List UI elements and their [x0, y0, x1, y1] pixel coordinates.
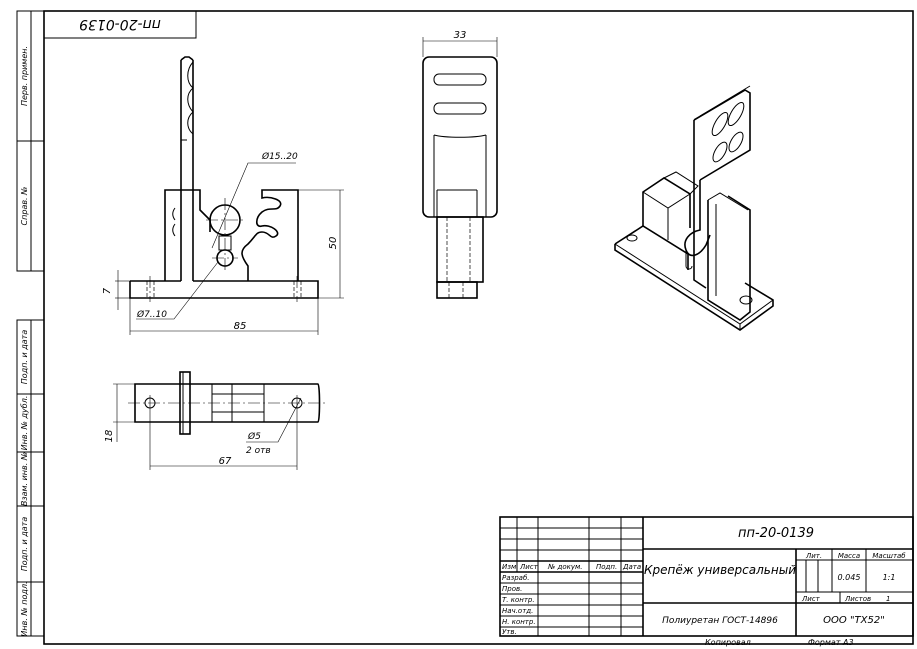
side-view: 33: [422, 30, 498, 299]
row-prov: Пров.: [502, 585, 522, 593]
sheet-label: Лист: [801, 595, 821, 603]
side-label-7: Инв. № подл.: [20, 581, 29, 636]
title-name: Крепёж универсальный: [644, 563, 796, 577]
isometric-view: [614, 85, 774, 331]
row-nachotd: Нач.отд.: [502, 607, 533, 615]
dim-plan-width: 18: [104, 430, 115, 443]
dim-height: 50: [328, 237, 339, 250]
front-view: 50 7 85 Ø15..20 Ø7..10: [102, 56, 344, 335]
format-label: Формат А3: [808, 638, 854, 647]
scale-value: 1:1: [883, 573, 896, 582]
scale-label: Масштаб: [872, 552, 906, 560]
sheets-value: 1: [886, 595, 890, 603]
col-header-sign: Подп.: [596, 563, 617, 571]
title-material: Полиуретан ГОСТ-14896: [662, 616, 778, 626]
left-margin-strip: Перв. примен. Справ. № Подп. и дата Инв.…: [16, 10, 45, 637]
side-label-4: Инв. № дубл.: [20, 396, 29, 451]
row-nkontr: Н. контр.: [502, 618, 536, 626]
side-label-3: Подп. и дата: [20, 330, 29, 385]
side-label-1: Перв. примен.: [20, 46, 29, 106]
dim-diameter-small: Ø5: [247, 431, 261, 442]
plan-view: 67 18 Ø5 2 отв: [104, 371, 325, 470]
col-header-date: Дата: [622, 563, 641, 571]
rotated-code: пп-20-0139: [79, 16, 161, 32]
title-code: пп-20-0139: [738, 526, 814, 541]
col-header-doc: № докум.: [547, 563, 583, 571]
row-utv: Утв.: [502, 628, 517, 636]
side-label-2: Справ. №: [20, 187, 29, 226]
dim-diameter-slot: Ø7..10: [136, 309, 167, 320]
col-header-list: Лист: [519, 563, 539, 571]
dim-holes-count: 2 отв: [246, 446, 271, 456]
dim-hole-spacing: 67: [219, 456, 232, 467]
dim-length: 85: [234, 321, 247, 332]
mass-label: Масса: [838, 552, 860, 560]
title-company: ООО "ТХ52": [823, 615, 885, 626]
lit-label: Лит.: [805, 552, 822, 560]
sheets-label: Листов: [844, 595, 871, 603]
side-label-5: Взам. инв. №: [20, 452, 29, 506]
col-header-izm: Изм.: [502, 563, 518, 571]
rotated-code-box: [43, 10, 197, 39]
row-razrab: Разраб.: [502, 574, 530, 582]
mass-value: 0.045: [838, 573, 861, 582]
title-block: [499, 516, 914, 637]
dim-base-thickness: 7: [102, 287, 113, 294]
copied-label: Копировал: [705, 638, 751, 647]
dim-diameter-hole: Ø15..20: [261, 151, 298, 162]
side-label-6: Подп. и дата: [20, 517, 29, 572]
row-tkontr: Т. контр.: [502, 596, 535, 604]
dim-top-width: 33: [454, 30, 467, 41]
